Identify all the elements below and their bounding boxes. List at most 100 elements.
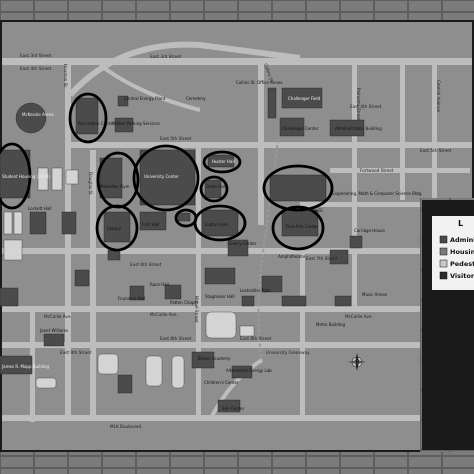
label-patten: Patten Chapel xyxy=(170,300,198,305)
bldg-lockmiller xyxy=(241,295,255,307)
label-janet: Janet Williams xyxy=(39,328,68,333)
label-hunter: Hunter Hall xyxy=(212,159,235,164)
bldg-james-mapp xyxy=(0,355,33,375)
bldg-admin-building xyxy=(329,119,365,137)
housing-layer xyxy=(3,167,255,389)
legend-swatch xyxy=(439,259,448,268)
legend-item-label: Admini xyxy=(450,236,474,244)
housing-10 xyxy=(171,355,185,389)
bldg-recreation xyxy=(75,97,99,135)
label-carriage: Carriage House xyxy=(354,228,385,233)
bldg-stagmaier xyxy=(204,267,236,285)
housing-2 xyxy=(51,167,63,191)
bldg-maclellan xyxy=(99,157,123,199)
housing-9 xyxy=(145,355,163,387)
circle-university-center xyxy=(132,144,200,212)
street-label-vine: Vine St. xyxy=(308,208,324,213)
label-lupton: Lupton Hall xyxy=(205,222,228,227)
legend-panel: L AdminiHousingPedestriVisitor P xyxy=(420,198,474,452)
bldg-collins-annex xyxy=(267,87,277,119)
bldg-small-oval xyxy=(177,212,191,222)
circle-library xyxy=(95,204,139,252)
label-lockett: Lockett Hall xyxy=(28,206,52,211)
bldg-west-b xyxy=(117,374,133,394)
bldg-university-center xyxy=(139,149,196,206)
building-layer xyxy=(0,87,365,413)
bldg-founders xyxy=(129,285,145,301)
highlight-circles xyxy=(0,92,334,252)
label-challenger-field: Challenger Field xyxy=(288,96,321,101)
label-lockmiller: Lockmiller Apts xyxy=(240,288,271,293)
legend-swatch xyxy=(439,247,448,256)
bldg-metro-a xyxy=(261,275,283,293)
border-bottom xyxy=(0,452,474,474)
street-label-houston: Houston St. xyxy=(63,64,68,88)
label-race: Race Hall xyxy=(150,282,169,287)
label-metro: Metro Building xyxy=(316,322,345,327)
label-collins-annex: Collins St. Office Annex xyxy=(236,80,283,85)
label-student-housing: Student Housing (2010) xyxy=(2,174,50,179)
circle-grote xyxy=(199,175,229,203)
bldg-student-housing xyxy=(0,149,31,199)
street-label-central: Central Avenue xyxy=(436,80,441,113)
street-label-douglas: Douglas St. xyxy=(88,172,93,196)
housing-1 xyxy=(37,167,49,191)
bldg-music xyxy=(334,295,352,307)
bldg-challenger-center xyxy=(279,117,305,137)
housing-5 xyxy=(13,211,23,235)
circle-recreation xyxy=(68,92,108,144)
label-brown: Brown Academy xyxy=(198,356,231,361)
label-walker: Walker Parking Services xyxy=(112,121,160,126)
road-right-vertical xyxy=(300,254,305,420)
housing-6 xyxy=(3,239,23,261)
label-james-mapp: James R. Mapp Building xyxy=(1,364,49,369)
label-cemetery: Cemetery xyxy=(186,96,206,101)
bldg-west-a xyxy=(0,287,19,307)
label-fine-arts: Fine Arts Center xyxy=(286,224,319,229)
road-left-vertical xyxy=(30,312,35,422)
compass-rose-icon: N xyxy=(348,353,366,371)
border-top xyxy=(0,0,474,20)
housing-4 xyxy=(3,211,13,235)
street-label-east-5th-right: East 5th Street xyxy=(420,148,452,153)
street-label-palmetto: Palmetto Street xyxy=(356,88,361,121)
label-frist: Frist Hall xyxy=(142,222,159,227)
road-douglas xyxy=(90,150,96,420)
bldg-grote xyxy=(204,179,222,199)
street-label-collins: Collins St. xyxy=(263,63,275,84)
bldg-mckenzie xyxy=(15,102,47,134)
circle-lupton xyxy=(193,204,247,242)
label-mckenzie: McKenzie Arena xyxy=(22,112,54,117)
road-mabel xyxy=(196,148,201,420)
bldg-brown xyxy=(191,351,215,369)
label-stagmaier: Stagmaier Hall xyxy=(205,294,235,299)
road-cemetery-drive xyxy=(98,63,201,112)
bldg-fine-arts xyxy=(281,209,319,237)
road-curved-north xyxy=(67,41,301,98)
svg-text:N: N xyxy=(356,360,359,365)
bldg-walker xyxy=(114,117,134,133)
bldg-mid-b xyxy=(74,269,90,287)
label-childrens: Children's Center xyxy=(204,380,239,385)
bldg-hunter xyxy=(207,154,235,168)
street-label-east-5th: East 5th Street xyxy=(160,136,192,141)
bldg-mid-a xyxy=(107,249,121,261)
street-label-east-8th-b: East 8th Street xyxy=(240,336,272,341)
label-maclellan: Maclellan Gym xyxy=(100,184,130,189)
bldg-engineering xyxy=(269,174,327,202)
bldg-metro xyxy=(281,295,307,307)
street-label-mccallie-mid: McCallie Ave. xyxy=(150,312,178,317)
street-label-east-9th: East 9th Street xyxy=(60,350,92,355)
circle-hunter xyxy=(202,150,242,174)
road-palmetto xyxy=(352,65,357,310)
circle-engineering xyxy=(262,164,334,212)
legend-box xyxy=(432,216,474,290)
label-admin: Administration Building xyxy=(335,126,382,131)
bldg-patten xyxy=(164,284,182,300)
bldg-guerry xyxy=(227,239,249,257)
street-label-mabel: Mabel Street xyxy=(194,296,199,323)
road-greenway-south xyxy=(208,358,264,421)
street-label-fortwood: Fortwood Street xyxy=(360,168,394,173)
